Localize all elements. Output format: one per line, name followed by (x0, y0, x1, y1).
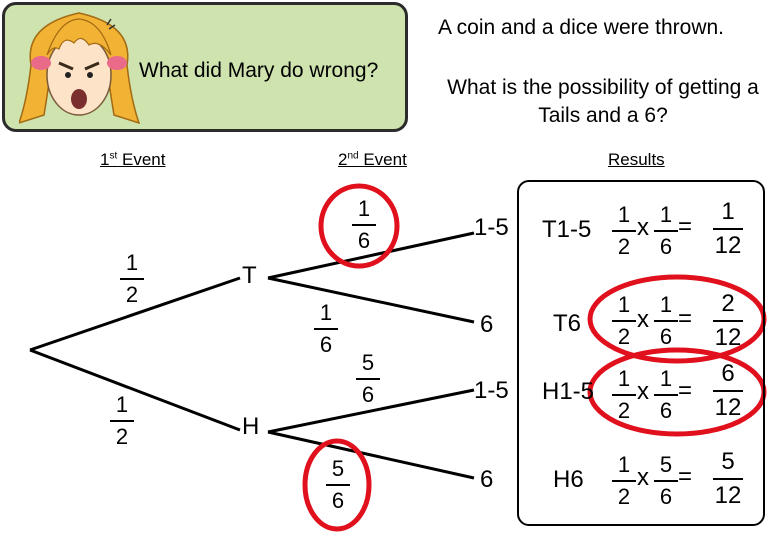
prob-t-1to5-den: 6 (358, 228, 370, 254)
result-a-t6-bar (612, 320, 636, 322)
prob-h-6-bar (326, 484, 350, 486)
result-a-h6-den: 2 (618, 484, 630, 510)
prob-heads-num: 1 (116, 392, 128, 418)
result-b-t6-bar (654, 320, 678, 322)
result-r-t6-bar (713, 320, 743, 322)
result-b-h1to5-num: 1 (660, 366, 672, 392)
leaf-h-1to5: 1-5 (474, 377, 509, 405)
result-a-t1to5-bar (612, 230, 636, 232)
result-equals-h6: = (678, 463, 692, 491)
result-outcome-h1to5: H1-5 (542, 378, 594, 406)
prob-t-1to5: 16 (352, 196, 376, 254)
prob-heads-den: 2 (116, 424, 128, 450)
result-a-t1to5-num: 1 (618, 202, 630, 228)
result-b-h6: 56 (654, 452, 678, 510)
result-times-t1to5: x (637, 214, 649, 242)
result-equals-t6: = (678, 305, 692, 333)
result-b-t6-den: 6 (660, 324, 672, 350)
result-b-t1to5-num: 1 (660, 202, 672, 228)
prob-tails-bar (120, 278, 144, 280)
result-b-h6-bar (654, 480, 678, 482)
result-r-t1to5-bar (713, 228, 743, 230)
result-r-h6-num: 5 (721, 448, 734, 476)
result-b-h1to5-bar (654, 394, 678, 396)
branch-tails-6 (268, 278, 474, 322)
result-outcome-t6: T6 (553, 310, 581, 338)
result-r-h1to5-num: 6 (721, 360, 734, 388)
result-b-t6-num: 1 (660, 292, 672, 318)
result-a-t6-num: 1 (618, 292, 630, 318)
branch-root-heads (30, 350, 240, 430)
result-r-t6-den: 12 (715, 324, 742, 352)
node-heads: H (242, 413, 259, 441)
prob-t-1to5-num: 1 (358, 196, 370, 222)
prob-t-1to5-bar (352, 224, 376, 226)
result-equals-t1to5: = (678, 213, 692, 241)
result-b-t1to5-den: 6 (660, 234, 672, 260)
result-r-t1to5-den: 12 (715, 232, 742, 260)
result-b-h6-num: 5 (660, 452, 672, 478)
leaf-h-6: 6 (480, 466, 493, 494)
leaf-t-1to5: 1-5 (474, 214, 509, 242)
prob-t-6-den: 6 (320, 332, 332, 358)
result-r-t6-num: 2 (721, 290, 734, 318)
result-r-h6-den: 12 (715, 482, 742, 510)
result-r-t1to5: 112 (713, 198, 743, 260)
prob-h-1to5-num: 5 (362, 350, 374, 376)
result-a-t6-den: 2 (618, 324, 630, 350)
result-times-h6: x (637, 464, 649, 492)
result-r-t1to5-num: 1 (721, 198, 734, 226)
prob-tails-den: 2 (126, 282, 138, 308)
prob-h-6-num: 5 (332, 456, 344, 482)
node-tails: T (242, 262, 257, 290)
result-outcome-h6: H6 (553, 466, 584, 494)
branch-heads-6 (268, 432, 474, 478)
prob-h-1to5-bar (356, 378, 380, 380)
prob-h-1to5-den: 6 (362, 382, 374, 408)
prob-heads-bar (110, 420, 134, 422)
result-a-t1to5-den: 2 (618, 234, 630, 260)
result-a-h1to5-bar (612, 394, 636, 396)
result-outcome-t1to5: T1-5 (542, 216, 591, 244)
result-b-t1to5-bar (654, 230, 678, 232)
result-r-h1to5-bar (713, 390, 743, 392)
result-b-h6-den: 6 (660, 484, 672, 510)
result-times-t6: x (637, 306, 649, 334)
result-r-h1to5-den: 12 (715, 394, 742, 422)
prob-h-6-den: 6 (332, 488, 344, 514)
result-a-h1to5-den: 2 (618, 398, 630, 424)
prob-tails-num: 1 (126, 250, 138, 276)
result-times-h1to5: x (637, 378, 649, 406)
result-a-h6-bar (612, 480, 636, 482)
leaf-t-6: 6 (480, 311, 493, 339)
prob-t-6-num: 1 (320, 300, 332, 326)
result-equals-h1to5: = (678, 377, 692, 405)
prob-t-6-bar (314, 328, 338, 330)
result-a-h6-num: 1 (618, 452, 630, 478)
result-b-h1to5-den: 6 (660, 398, 672, 424)
result-r-h6-bar (713, 478, 743, 480)
result-a-h1to5-num: 1 (618, 366, 630, 392)
